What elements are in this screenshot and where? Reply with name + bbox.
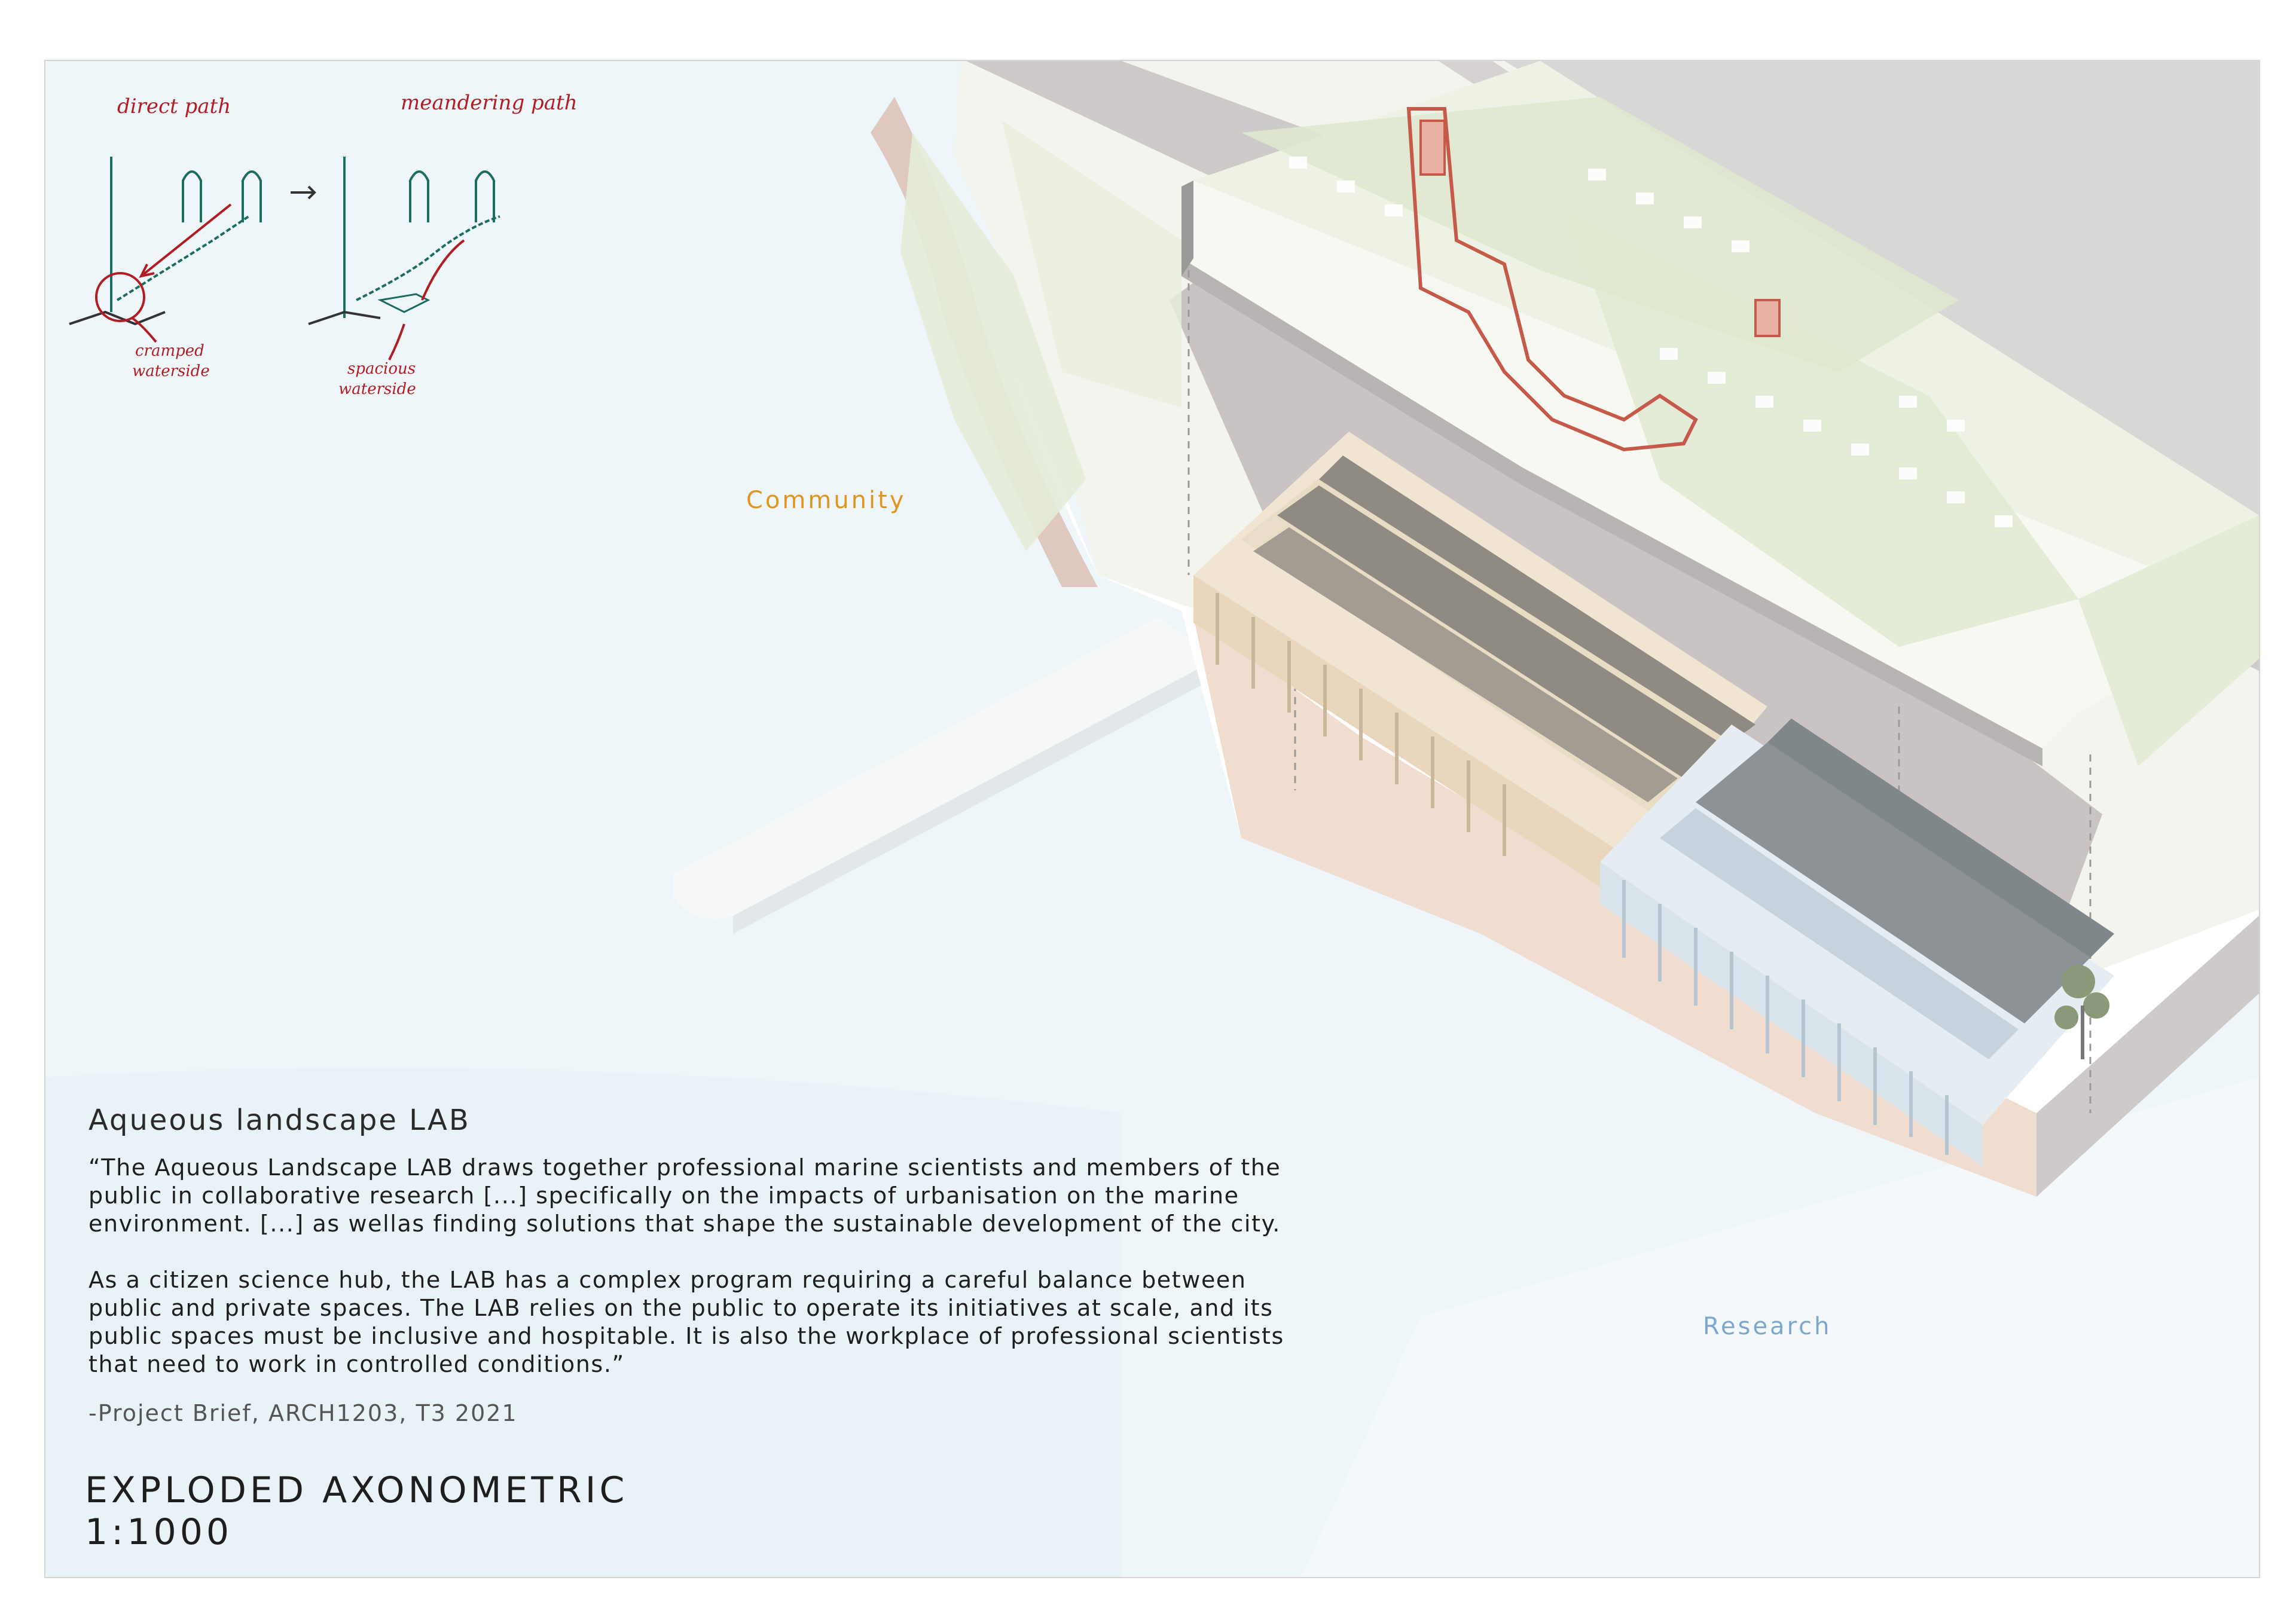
water-highlight xyxy=(1301,1077,2259,1577)
community-block xyxy=(1193,432,1767,910)
sketch-note-waterside-left: waterside xyxy=(132,362,210,380)
quote-line: environment. [...] as wellas finding sol… xyxy=(88,1211,1281,1237)
quote-line: As a citizen science hub, the LAB has a … xyxy=(88,1267,1247,1293)
sketch-label-direct-path: direct path xyxy=(117,94,231,118)
water-shade xyxy=(45,1068,1122,1577)
quote-line: public and private spaces. The LAB relie… xyxy=(88,1295,1274,1321)
quote-paragraph-2: As a citizen science hub, the LAB has a … xyxy=(88,1266,1284,1379)
drawing-sheet: direct path meandering path cramped wate… xyxy=(44,60,2260,1578)
sketch-label-meandering-path: meandering path xyxy=(401,91,578,115)
drawing-title: EXPLODED AXONOMETRIC xyxy=(85,1469,628,1511)
quote-paragraph-1: “The Aqueous Landscape LAB draws togethe… xyxy=(88,1154,1284,1238)
quote-line: that need to work in controlled conditio… xyxy=(88,1351,625,1377)
sketch-note-cramped: cramped xyxy=(135,342,204,360)
project-quote: “The Aqueous Landscape LAB draws togethe… xyxy=(88,1154,1284,1407)
quote-source: -Project Brief, ARCH1203, T3 2021 xyxy=(88,1400,518,1426)
drawing-title-block: EXPLODED AXONOMETRIC 1:1000 xyxy=(85,1469,628,1553)
quote-line: public in collaborative research [...] s… xyxy=(88,1182,1239,1209)
quote-line: “The Aqueous Landscape LAB draws togethe… xyxy=(88,1154,1281,1181)
tree xyxy=(2054,965,2109,1059)
project-title: Aqueous landscape LAB xyxy=(88,1104,471,1137)
design-sketch xyxy=(69,157,500,360)
sketch-note-spacious: spacious xyxy=(347,360,416,378)
quote-line: public spaces must be inclusive and hosp… xyxy=(88,1323,1284,1349)
axonometric-drawing xyxy=(45,61,2259,1577)
zone-label-research: Research xyxy=(1703,1313,1832,1340)
drawing-scale: 1:1000 xyxy=(85,1511,233,1553)
research-block xyxy=(1600,719,2114,1167)
zone-label-community: Community xyxy=(746,487,906,514)
upper-landscape-slab xyxy=(900,61,2259,766)
breakwater-pier xyxy=(673,617,1217,934)
sketch-note-waterside-right: waterside xyxy=(338,380,416,398)
